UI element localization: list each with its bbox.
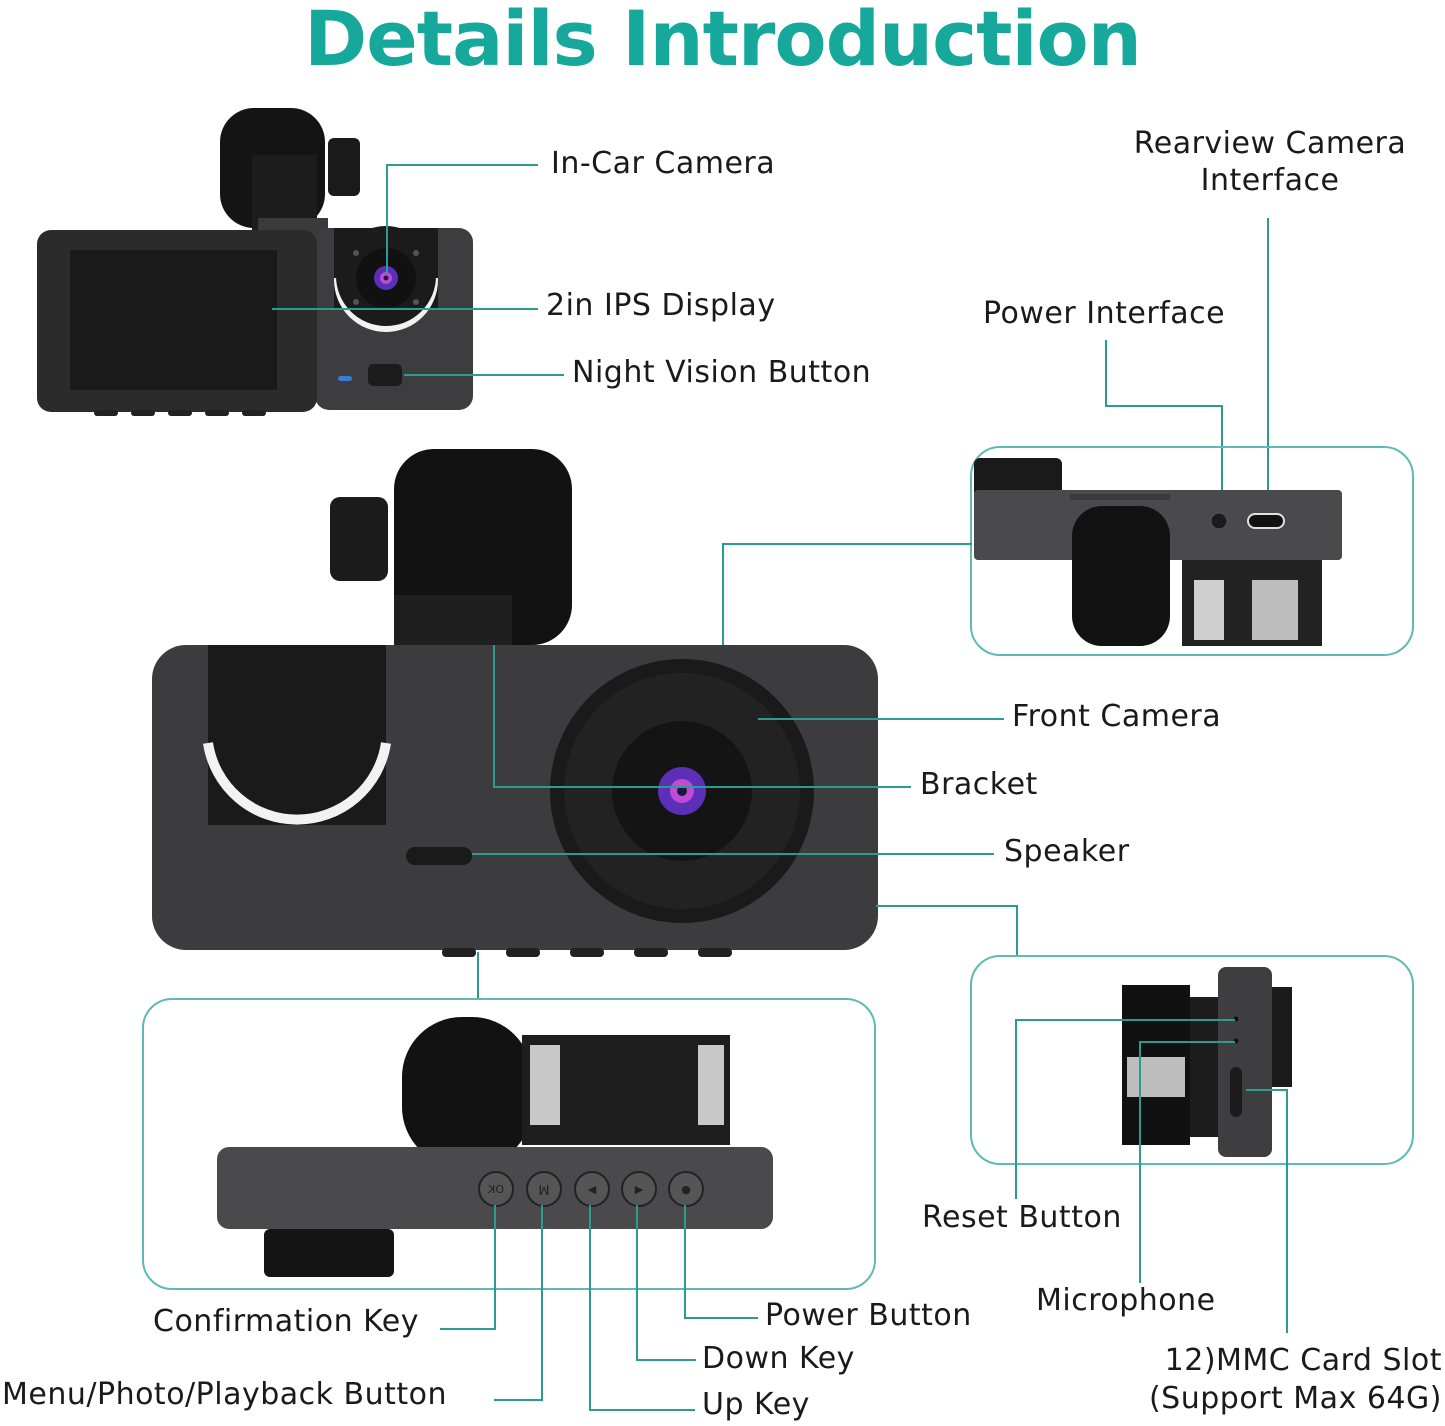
leader-line	[1221, 405, 1223, 517]
label-front-camera: Front Camera	[1012, 699, 1222, 734]
up-key-button[interactable]: ◀	[574, 1171, 610, 1207]
label-down-key: Down Key	[702, 1341, 855, 1376]
leader-line	[589, 1409, 695, 1411]
leader-line	[1105, 405, 1223, 407]
label-rearview-camera-interface: Rearview Camera Interface	[1110, 126, 1430, 198]
label-line-2: Interface	[1200, 163, 1340, 198]
down-key-button[interactable]: ▶	[621, 1171, 657, 1207]
leader-line	[684, 1317, 758, 1319]
right-arrow-icon: ▶	[634, 1182, 644, 1196]
leader-line	[722, 543, 972, 545]
leader-line	[1016, 905, 1018, 955]
detail-box-bottom-buttons	[142, 998, 876, 1290]
label-line-2: (Support Max 64G)	[1148, 1381, 1442, 1416]
leader-line	[758, 718, 1004, 720]
label-line-1: 12)MMC Card Slot	[1164, 1343, 1442, 1378]
dashcam-front-view	[152, 449, 878, 957]
leader-line	[477, 952, 479, 998]
power-button[interactable]: ●	[668, 1171, 704, 1207]
leader-line	[876, 905, 1018, 907]
left-arrow-icon: ◀	[587, 1182, 597, 1196]
label-card-slot: 12)MMC Card Slot (Support Max 64G)	[1134, 1342, 1442, 1418]
label-line-1: Rearview Camera	[1133, 126, 1407, 161]
leader-line	[494, 1399, 543, 1401]
leader-line	[386, 164, 538, 166]
page-title: Details Introduction	[304, 0, 1142, 83]
leader-line	[1139, 1041, 1235, 1043]
dashcam-rear-view	[37, 108, 473, 416]
menu-button[interactable]: M	[526, 1171, 562, 1207]
label-in-car-camera: In-Car Camera	[551, 146, 776, 181]
label-night-vision-button: Night Vision Button	[572, 355, 872, 390]
leader-line	[541, 1205, 543, 1401]
leader-line	[494, 1205, 496, 1329]
power-dot-icon: ●	[681, 1182, 691, 1196]
dashcam-side-view	[1122, 967, 1292, 1157]
leader-line	[1015, 1019, 1235, 1021]
leader-line	[440, 1328, 496, 1330]
leader-line	[589, 1205, 591, 1411]
leader-line	[1139, 1041, 1141, 1283]
leader-line	[272, 308, 538, 310]
label-ips-display: 2in IPS Display	[546, 288, 776, 323]
leader-line	[493, 645, 495, 787]
ok-button[interactable]: OK	[478, 1171, 514, 1207]
label-confirmation-key: Confirmation Key	[153, 1304, 420, 1339]
leader-line	[722, 543, 724, 645]
label-up-key: Up Key	[702, 1387, 810, 1422]
dashcam-top-view	[974, 458, 1342, 646]
detail-box-side	[970, 955, 1414, 1165]
label-reset-button: Reset Button	[922, 1200, 1122, 1235]
leader-line	[386, 164, 388, 274]
detail-box-top-ports	[970, 446, 1414, 656]
leader-line	[1246, 1089, 1288, 1091]
leader-line	[1286, 1089, 1288, 1333]
leader-line	[636, 1359, 696, 1361]
label-bracket: Bracket	[920, 767, 1038, 802]
leader-line	[404, 374, 564, 376]
label-power-interface: Power Interface	[983, 296, 1226, 331]
label-power-button: Power Button	[765, 1298, 972, 1333]
menu-button-label: M	[538, 1181, 550, 1197]
leader-line	[684, 1205, 686, 1319]
leader-line	[636, 1205, 638, 1361]
label-speaker: Speaker	[1004, 834, 1130, 869]
ok-button-label: OK	[488, 1182, 504, 1196]
leader-line	[1267, 218, 1269, 516]
leader-line	[472, 853, 994, 855]
label-menu-button: Menu/Photo/Playback Button	[2, 1377, 448, 1412]
leader-line	[1015, 1019, 1017, 1199]
dashcam-bottom-view	[217, 1017, 773, 1277]
leader-line	[1105, 340, 1107, 406]
label-microphone: Microphone	[1036, 1283, 1216, 1318]
leader-line	[493, 786, 911, 788]
